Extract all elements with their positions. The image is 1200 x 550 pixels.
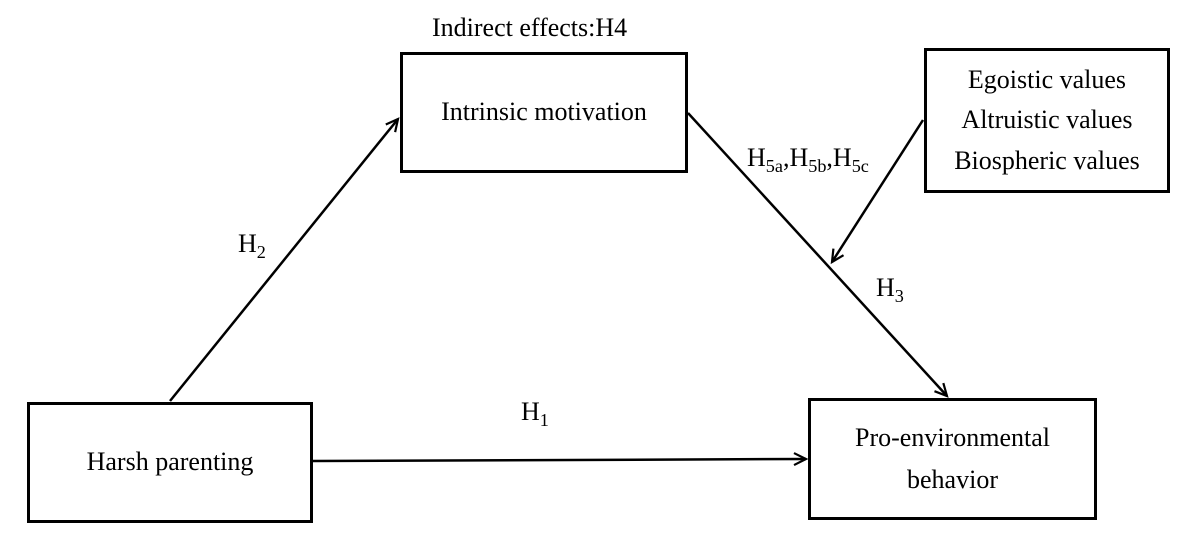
biospheric-values-label: Biospheric values [954, 145, 1140, 175]
label-h2: H2 [238, 229, 266, 263]
arrow-h1-harsh-to-proenv [312, 452, 809, 467]
egoistic-values-label: Egoistic values [967, 65, 1127, 95]
indirect-effects-text: Indirect effects:H4 [432, 13, 628, 42]
arrow-h5-values-moderation [830, 119, 925, 265]
harsh-parenting-box: Harsh parenting [27, 402, 313, 523]
pro-environmental-label-line1: Pro-environmental [855, 423, 1050, 453]
harsh-parenting-label: Harsh parenting [86, 447, 254, 477]
values-box: Egoistic values Altruistic values Biosph… [924, 48, 1170, 193]
arrow-h2-harsh-to-intrinsic [169, 117, 400, 402]
label-h1: H1 [521, 397, 549, 431]
altruistic-values-label: Altruistic values [961, 105, 1133, 135]
indirect-effects-annotation: Indirect effects:H4 [432, 13, 627, 43]
label-h5a-h5b-h5c: H5a,H5b,H5c [747, 143, 869, 177]
arrow-h3-intrinsic-to-proenv [687, 112, 949, 398]
label-h3: H3 [876, 273, 904, 307]
pro-environmental-behavior-box: Pro-environmental behavior [808, 398, 1097, 520]
pro-environmental-label-line2: behavior [907, 465, 998, 494]
intrinsic-motivation-box: Intrinsic motivation [400, 52, 688, 173]
intrinsic-motivation-label: Intrinsic motivation [441, 97, 647, 127]
